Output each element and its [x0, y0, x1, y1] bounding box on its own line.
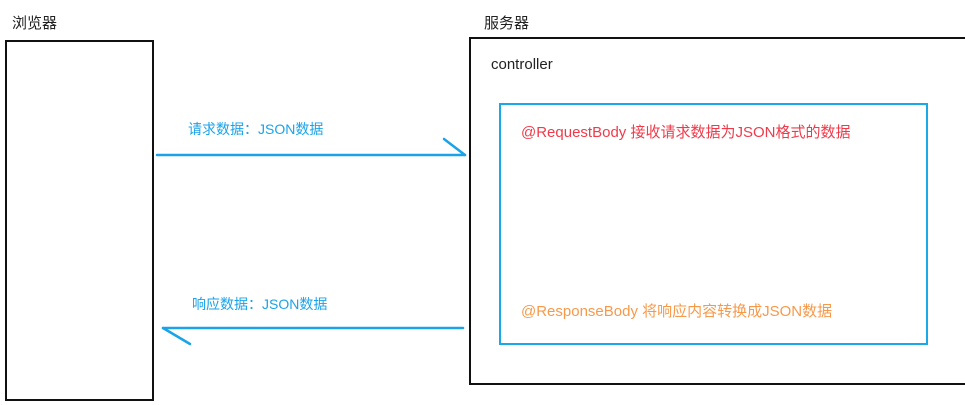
response-annotation: @ResponseBody 将响应内容转换成JSON数据: [521, 303, 833, 320]
response-arrow: [161, 326, 465, 346]
controller-box: [499, 103, 928, 345]
browser-box: [5, 40, 154, 401]
request-annotation: @RequestBody 接收请求数据为JSON格式的数据: [521, 124, 851, 141]
server-title: 服务器: [484, 15, 530, 32]
controller-label: controller: [491, 56, 553, 73]
browser-title: 浏览器: [12, 15, 58, 32]
request-arrow: [155, 137, 467, 157]
request-label: 请求数据：JSON数据: [188, 121, 324, 137]
server-box: [469, 37, 965, 385]
response-label: 响应数据：JSON数据: [192, 296, 328, 312]
